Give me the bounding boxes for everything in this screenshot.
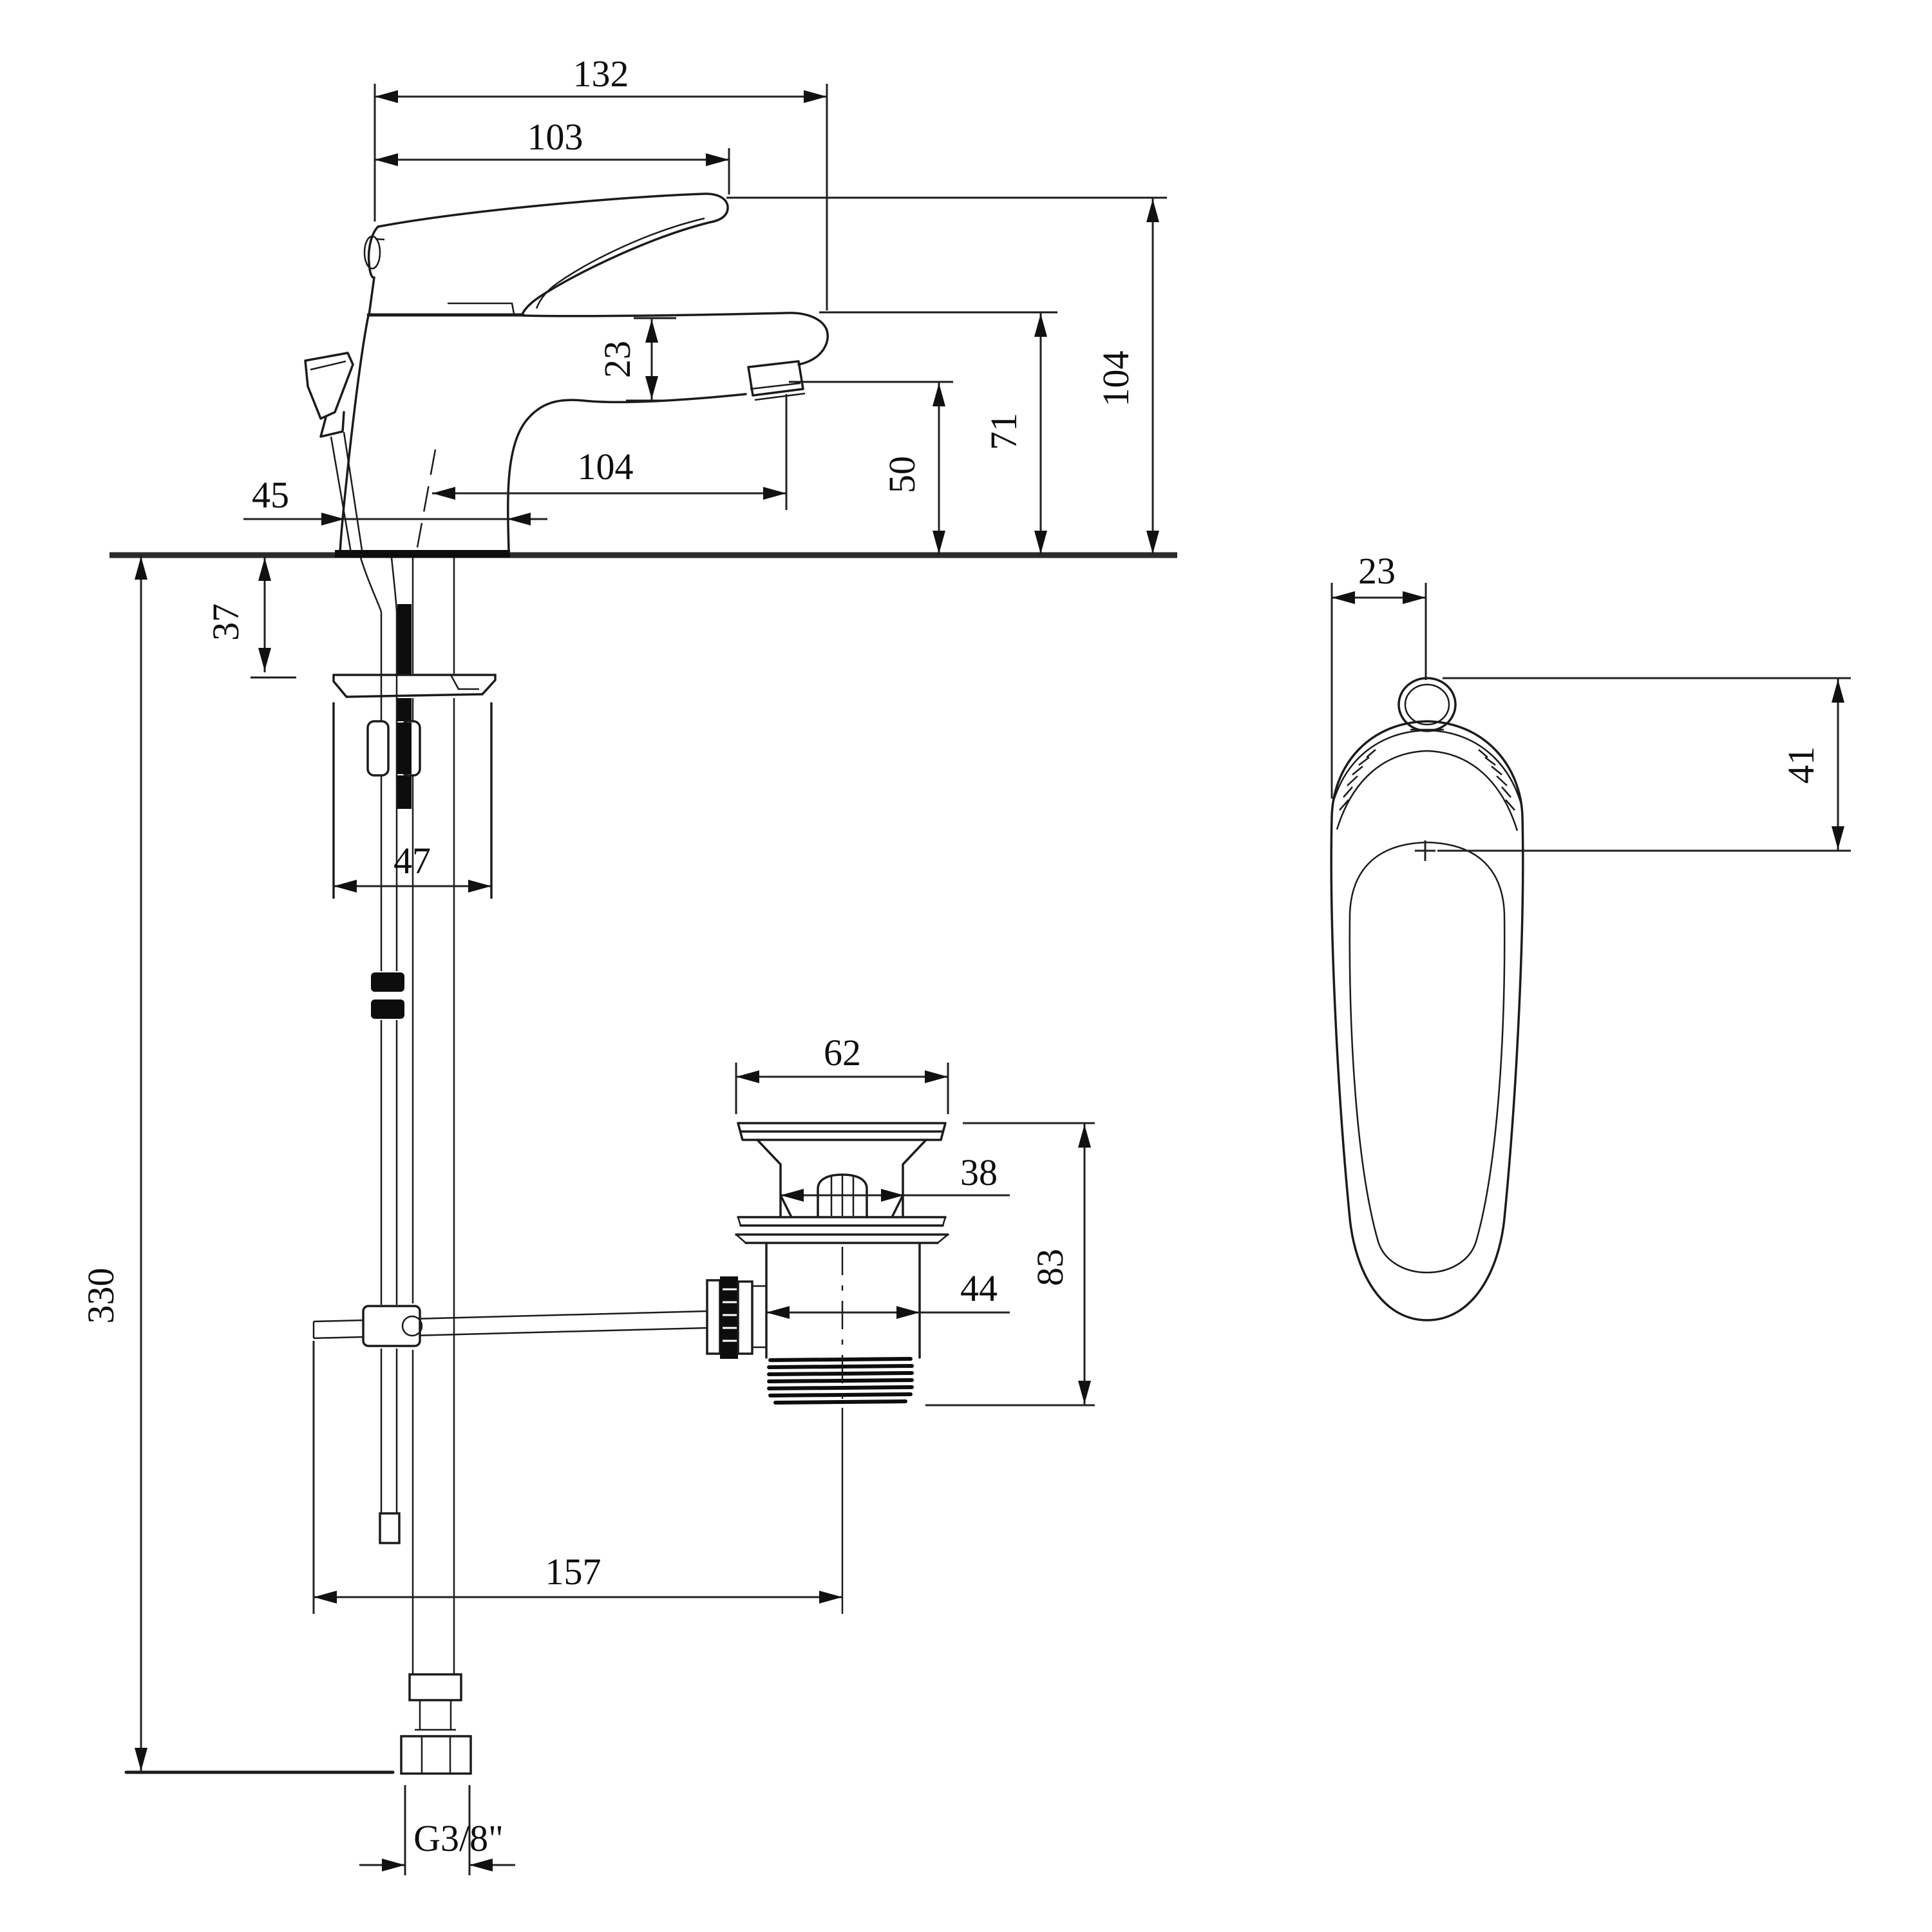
- dim-62: 62: [735, 1032, 949, 1114]
- dim-label-g38: G3/8": [413, 1817, 504, 1859]
- dim-38: 38: [781, 1151, 1010, 1202]
- dim-label-62: 62: [824, 1032, 861, 1074]
- dim-71: 71: [983, 312, 1047, 555]
- center-cross: [1415, 840, 1435, 861]
- threaded-stud: [397, 604, 412, 675]
- dim-23-top: 23: [1331, 550, 1427, 799]
- dim-label-330: 330: [80, 1268, 122, 1324]
- dim-103: 103: [375, 116, 730, 194]
- dim-label-71: 71: [983, 413, 1025, 450]
- dim-label-104-reach: 104: [578, 446, 634, 488]
- rod-clamp: [362, 1305, 421, 1347]
- waste-lever-clamp: [706, 1276, 766, 1359]
- dim-47: 47: [334, 840, 491, 893]
- grip-hatching: [1339, 749, 1515, 811]
- waste-body: [765, 1242, 921, 1359]
- dim-g38: G3/8": [359, 1785, 515, 1875]
- handle-top-view-group: 23 41: [1330, 550, 1851, 1321]
- dim-41: 41: [1437, 677, 1851, 852]
- dim-label-83: 83: [1029, 1249, 1071, 1286]
- dim-23-main: 23: [596, 318, 658, 401]
- dim-label-103: 103: [527, 116, 583, 158]
- underdeck-assembly: [124, 557, 707, 1775]
- dim-132: 132: [374, 53, 828, 310]
- dim-104-height: 104: [1095, 198, 1159, 555]
- dim-label-45: 45: [252, 474, 289, 516]
- dim-44: 44: [766, 1267, 1010, 1319]
- hose-connector: [400, 1673, 472, 1775]
- faucet-handle-outline: [363, 193, 729, 317]
- dim-104-reach: 104: [432, 394, 788, 510]
- faucet-body-outline: [335, 302, 829, 558]
- mounting-washer: [332, 674, 497, 698]
- dim-label-50: 50: [881, 456, 923, 493]
- rod-crimp-band: [371, 972, 404, 992]
- body-centerline: [416, 449, 437, 548]
- waste-top-flange: [737, 1122, 947, 1141]
- dim-label-38: 38: [960, 1151, 998, 1193]
- handle-pivot-cap: [363, 235, 381, 270]
- waste-threads: [767, 1357, 914, 1405]
- rod-tip: [379, 1512, 401, 1544]
- dim-330: 330: [80, 555, 147, 1772]
- dim-label-23-top: 23: [1358, 550, 1396, 592]
- popup-knob: [304, 352, 363, 553]
- dim-50: 50: [881, 382, 945, 555]
- dim-label-157: 157: [545, 1551, 601, 1593]
- mounting-nut: [366, 720, 390, 777]
- dim-45: 45: [243, 474, 547, 526]
- dim-label-37: 37: [205, 603, 247, 641]
- dim-label-47: 47: [393, 840, 431, 882]
- dim-label-104-height: 104: [1095, 351, 1137, 407]
- spout-tip-circle: [1397, 677, 1457, 732]
- dim-157: 157: [312, 1341, 842, 1614]
- hose-nut: [400, 1735, 472, 1775]
- main-view-group: 132 103 23 104 45 37: [80, 53, 1177, 1875]
- waste-valve-view-group: 62 38 44 83: [706, 1032, 1095, 1614]
- rod-crimp-band: [371, 999, 404, 1019]
- dim-label-44: 44: [960, 1267, 998, 1309]
- dim-37: 37: [205, 556, 271, 672]
- dim-label-23-main: 23: [596, 341, 638, 378]
- dim-83: 83: [925, 1122, 1095, 1406]
- waste-lower-flange: [735, 1216, 949, 1244]
- aerator: [747, 360, 804, 397]
- handle-top-outline: [1330, 720, 1524, 1321]
- dim-label-41: 41: [1780, 746, 1822, 784]
- dim-label-132: 132: [573, 53, 629, 95]
